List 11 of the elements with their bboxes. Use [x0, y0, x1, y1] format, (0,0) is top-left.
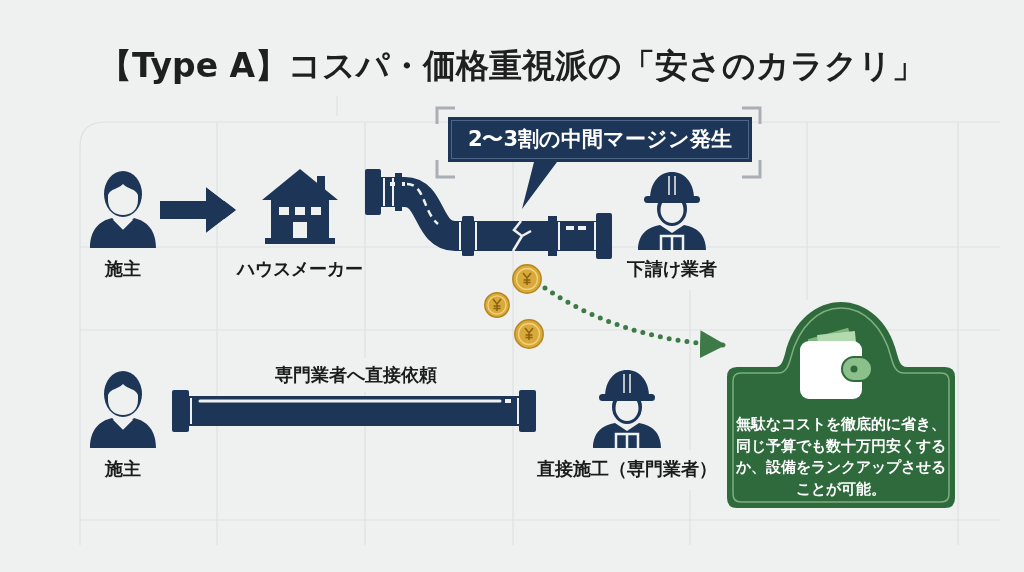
callout-text: 2〜3割の中間マージン発生 — [467, 126, 733, 153]
arrow — [160, 187, 236, 233]
node-label: ハウスメーカー — [237, 258, 363, 280]
node-label: 施主 — [105, 458, 141, 480]
card-text: 無駄なコストを徹底的に省き、同じ予算でも数十万円安くするか、設備をランクアップさせることが可能。 — [736, 415, 946, 499]
node-label: 直接施工（専門業者） — [537, 458, 717, 480]
node-label: 下請け業者 — [627, 258, 717, 280]
pipe — [365, 169, 612, 259]
node-label: 施主 — [105, 258, 141, 280]
pipe — [172, 390, 536, 432]
title: 【Type A】コスパ・価格重視派の「安さのカラクリ」 — [98, 46, 926, 86]
